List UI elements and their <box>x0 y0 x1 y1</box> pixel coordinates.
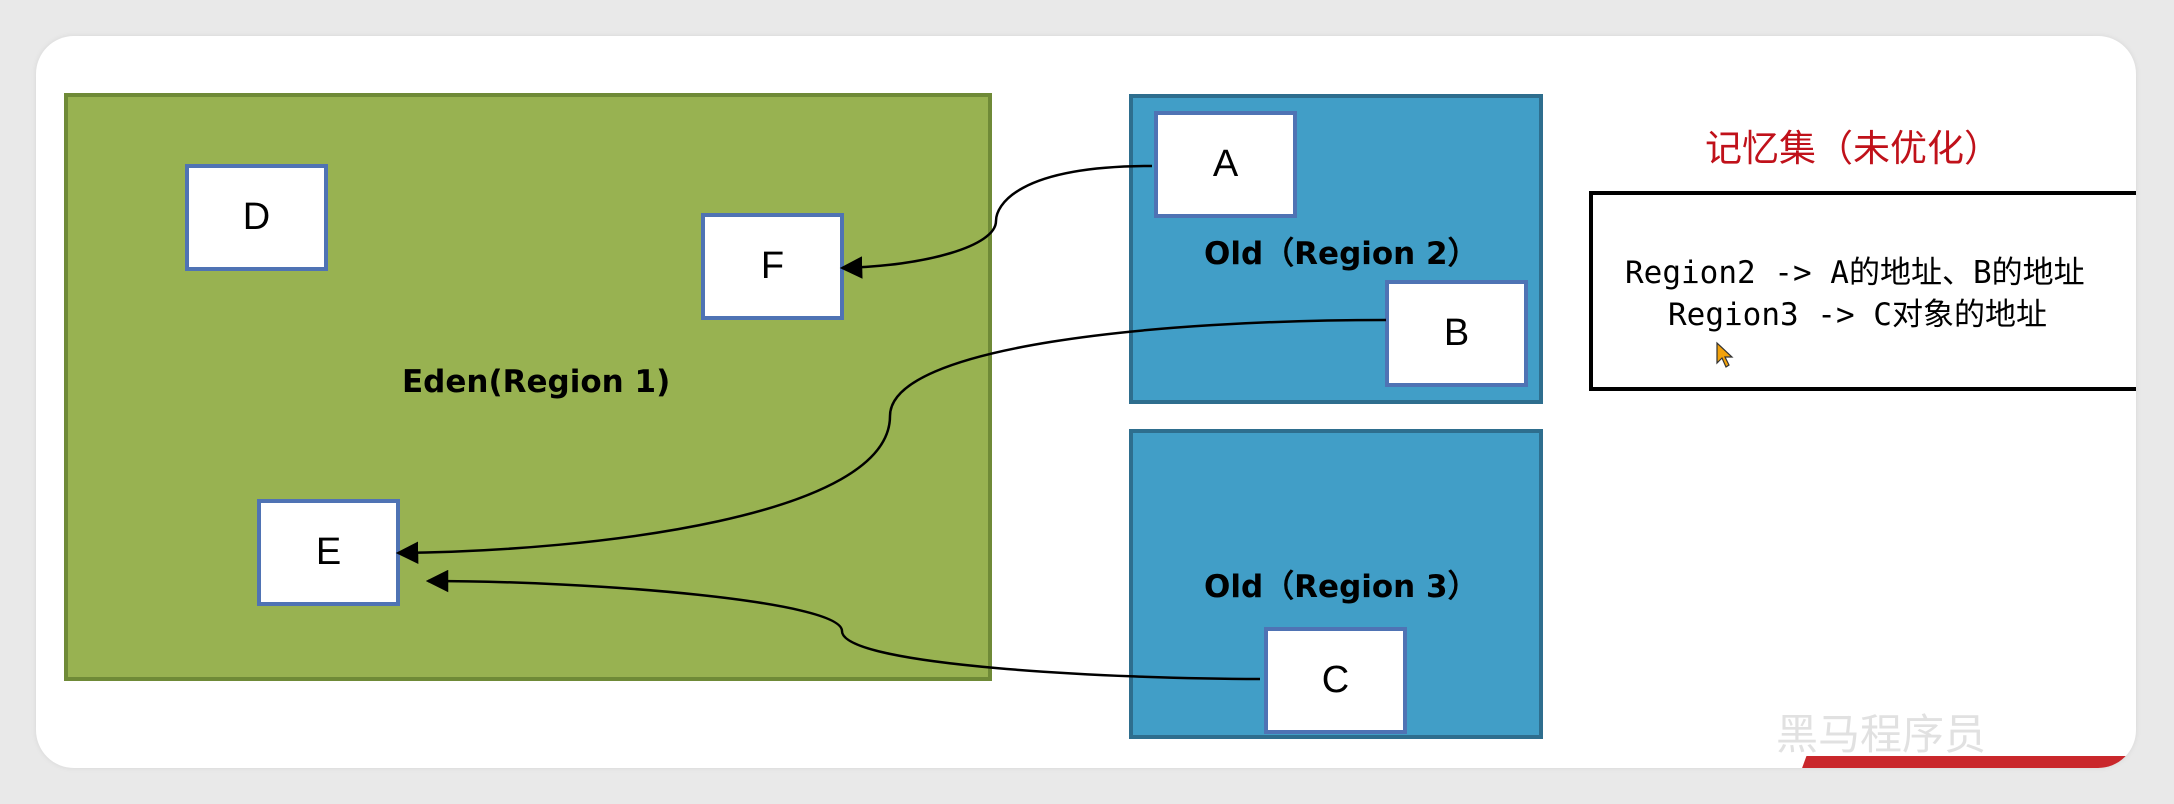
old-region-2-label: Old（Region 2） <box>1204 236 1479 272</box>
watermark-logo: 黑马程序员 <box>1776 710 1987 759</box>
object-d: D <box>185 164 328 271</box>
reference-arrows <box>395 164 1387 681</box>
object-a: A <box>1154 111 1297 218</box>
eden-region-label: Eden(Region 1) <box>402 364 671 400</box>
remembered-set-box: Region2 -> A的地址、B的地址 Region3 -> C对象的地址 <box>1589 191 2136 391</box>
object-c: C <box>1264 627 1407 734</box>
remembered-set-line-1: Region2 -> A的地址、B的地址 <box>1625 255 2085 291</box>
remembered-set-line-2: Region3 -> C对象的地址 <box>1668 297 2047 333</box>
arrow-a-to-f <box>839 164 1153 279</box>
arrow-c-to-e <box>425 569 1261 681</box>
old-region-3-label: Old（Region 3） <box>1204 569 1479 605</box>
arrow-b-to-e <box>395 318 1387 565</box>
remembered-set-title: 记忆集（未优化） <box>1705 127 2001 170</box>
old-region-3 <box>1129 429 1543 739</box>
mouse-cursor-icon <box>1716 341 1734 368</box>
object-f: F <box>701 213 844 320</box>
object-b: B <box>1385 280 1528 387</box>
slide: Eden(Region 1) Old（Region 2） Old（Region … <box>36 36 2136 768</box>
